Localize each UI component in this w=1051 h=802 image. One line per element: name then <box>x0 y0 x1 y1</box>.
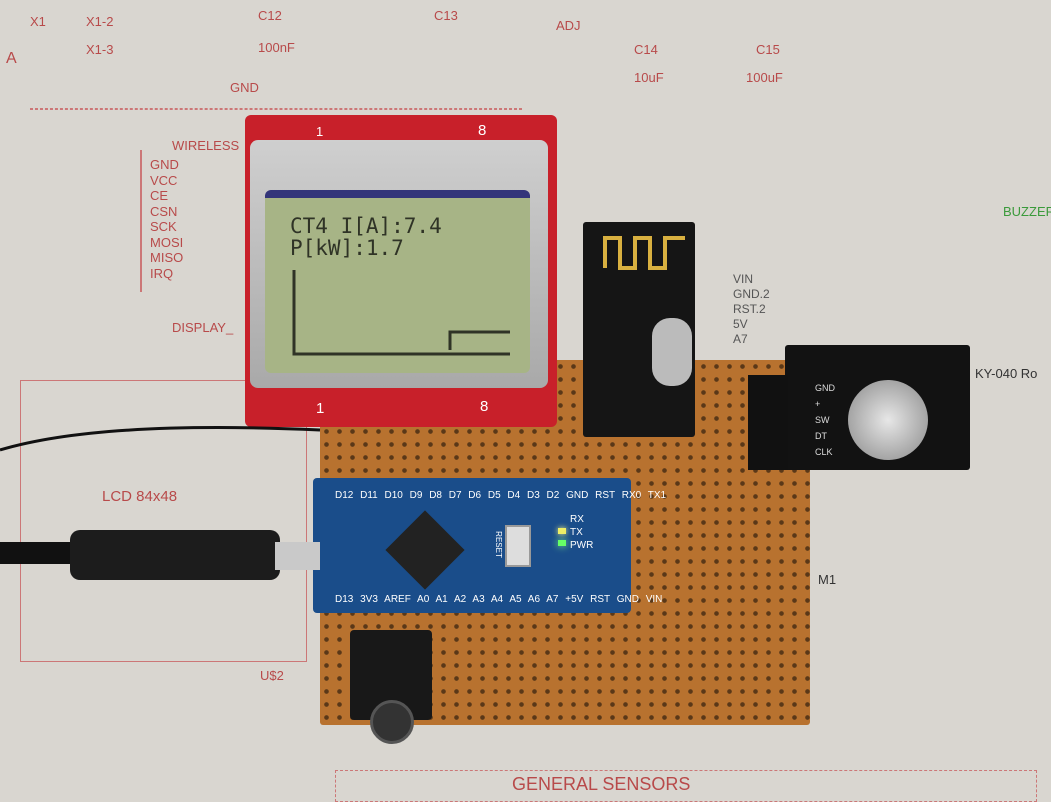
jack-hole <box>370 700 414 744</box>
schematic-c15: C15 <box>756 42 780 57</box>
schematic-u2: U$2 <box>260 668 284 683</box>
pin-label: CE <box>150 188 169 203</box>
schematic-ky040: KY-040 Ro <box>975 366 1038 381</box>
schematic-c12-value: 100nF <box>258 40 295 55</box>
schematic-m1: M1 <box>818 572 837 587</box>
encoder-pins: GND + SW DT CLK <box>815 380 835 460</box>
lcd-pin-label-bottom-right: 8 <box>480 398 489 415</box>
pin-label: DT <box>815 431 827 441</box>
reset-label: RESET <box>493 531 503 558</box>
lcd-pin-label-right: 8 <box>478 122 487 139</box>
reset-button[interactable] <box>505 525 531 567</box>
pin-label: RST.2 <box>733 302 766 316</box>
pin-label: MISO <box>150 250 184 265</box>
pin-label: IRQ <box>150 265 174 281</box>
encoder-knob[interactable] <box>848 380 928 460</box>
antenna-trace-icon <box>603 236 685 270</box>
pin-label: GND <box>150 157 179 172</box>
pwr-led <box>558 540 566 546</box>
arduino-nano <box>313 478 631 613</box>
pin-label: GND <box>815 383 835 393</box>
lcd-pin-label-bottom-left: 1 <box>316 400 325 417</box>
led-label-tx: TX <box>570 527 583 538</box>
schematic-general-sensors: GENERAL SENSORS <box>512 774 691 794</box>
schematic-gnd: GND <box>230 80 259 95</box>
schematic-x1: X1 <box>30 14 46 29</box>
pin-label: CSN <box>150 203 178 219</box>
antenna-wire <box>0 426 321 452</box>
schematic-wireless: WIRELESS <box>172 138 240 153</box>
pin-label: VCC <box>150 172 178 188</box>
schematic-c15-value: 100uF <box>746 70 783 85</box>
nano-top-pins: D12 D11 D10 D9 D8 D7 D6 D5 D4 D3 D2 GND … <box>335 490 667 501</box>
led-labels: RX TX PWR <box>570 513 593 552</box>
pin-label: SW <box>815 415 830 425</box>
schematic-row-a: A <box>6 50 17 67</box>
pin-label: VIN <box>733 272 754 286</box>
schematic-c14: C14 <box>634 42 658 57</box>
schematic-nrf-pins: VIN GND.2 RST.2 5V A7 <box>733 272 770 347</box>
pin-label: MOSI <box>150 234 184 250</box>
nano-bottom-pins: D13 3V3 AREF A0 A1 A2 A3 A4 A5 A6 A7 +5V… <box>335 594 663 605</box>
led-label-pwr: PWR <box>570 540 594 551</box>
encoder-header <box>748 375 788 470</box>
schematic-x1-3: X1-3 <box>86 42 114 57</box>
schematic-x1-2: X1-2 <box>86 14 114 29</box>
schematic-adj: ADJ <box>556 18 581 33</box>
pin-label: GND.2 <box>733 287 770 301</box>
lcd-line-current: CT4 I[A]:7.4 <box>290 214 442 238</box>
schematic-wireless-pins: GND VCC CE CSN SCK MOSI MISO IRQ <box>150 157 183 281</box>
tx-led <box>558 528 566 534</box>
schematic-lcd-label: LCD 84x48 <box>102 488 178 505</box>
led-label-rx: RX <box>570 514 584 525</box>
crystal <box>652 318 692 386</box>
schematic-buzzer: BUZZER <box>1003 204 1051 219</box>
schematic-c12: C12 <box>258 8 282 23</box>
pin-label: SCK <box>150 219 177 234</box>
lcd-graph <box>292 270 510 356</box>
pin-label: + <box>815 399 821 409</box>
pin-label: 5V <box>733 317 748 331</box>
schematic-c14-value: 10uF <box>634 70 664 85</box>
lcd-pin-label-left: 1 <box>316 124 324 139</box>
pin-label: CLK <box>815 447 833 457</box>
lcd-line-power: P[kW]:1.7 <box>290 236 404 260</box>
usb-cable <box>0 530 320 580</box>
pin-label: A7 <box>733 332 748 346</box>
lcd-screen <box>265 190 530 373</box>
schematic-display: DISPLAY_ <box>172 320 234 335</box>
schematic-c13: C13 <box>434 8 458 23</box>
